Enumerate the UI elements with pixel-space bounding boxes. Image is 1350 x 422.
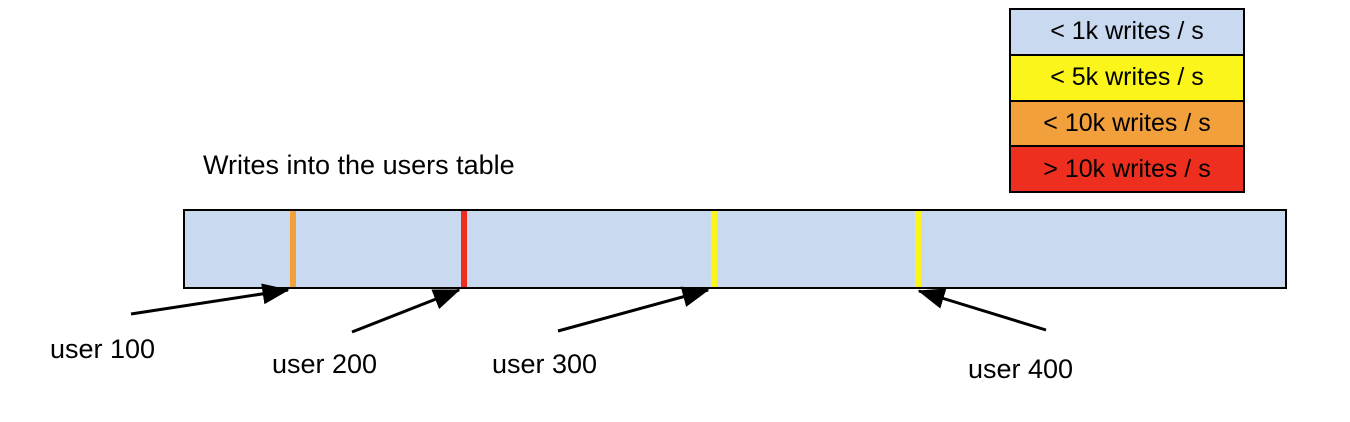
label-user-400: user 400 <box>968 354 1074 384</box>
writes-legend: < 1k writes / s < 5k writes / s < 10k wr… <box>1009 8 1245 193</box>
arrow-user-100 <box>130 283 290 316</box>
legend-label-over-10k: > 10k writes / s <box>1043 154 1211 183</box>
label-user-100: user 100 <box>50 334 156 364</box>
bar-marker-user-100 <box>290 211 296 287</box>
arrow-user-300 <box>557 286 710 333</box>
legend-label-under-5k: < 5k writes / s <box>1050 63 1204 92</box>
arrow-user-200 <box>351 288 461 334</box>
legend-row-under-5k: < 5k writes / s <box>1011 55 1243 102</box>
legend-label-under-10k: < 10k writes / s <box>1043 108 1211 137</box>
label-user-300: user 300 <box>492 349 598 379</box>
legend-row-under-1k: < 1k writes / s <box>1011 10 1243 56</box>
bar-marker-user-300 <box>711 211 717 287</box>
arrow-user-400 <box>917 288 1047 332</box>
legend-label-under-1k: < 1k writes / s <box>1050 17 1204 46</box>
bar-marker-user-400 <box>915 211 921 287</box>
bar-marker-user-200 <box>461 211 467 287</box>
legend-row-under-10k: < 10k writes / s <box>1011 101 1243 148</box>
legend-row-over-10k: > 10k writes / s <box>1011 147 1243 191</box>
users-table-bar <box>183 209 1287 289</box>
label-user-200: user 200 <box>272 349 378 379</box>
chart-title: Writes into the users table <box>203 150 515 180</box>
